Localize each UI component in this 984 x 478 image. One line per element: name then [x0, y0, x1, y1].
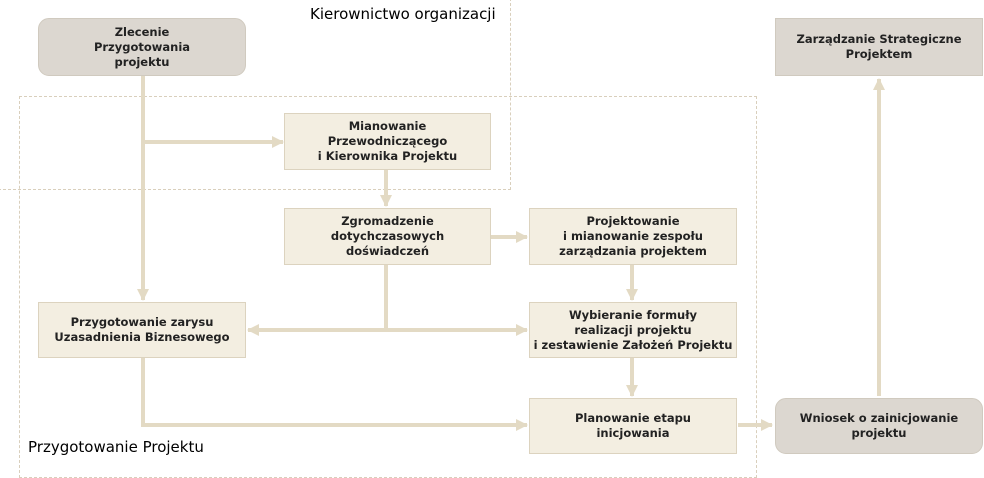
region-preparation-label: Przygotowanie Projektu	[28, 438, 204, 456]
node-strategic: Zarządzanie Strategiczne Projektem	[775, 18, 983, 76]
node-appoint-board: Mianowanie Przewodniczącego i Kierownika…	[284, 113, 491, 170]
node-design-team: Projektowanie i mianowanie zespołu zarzą…	[529, 208, 737, 265]
node-approach: Wybieranie formuły realizacji projektu i…	[529, 302, 737, 358]
node-lessons: Zgromadzenie dotychczasowych doświadczeń	[284, 208, 491, 265]
region-management	[0, 0, 511, 190]
node-plan-initiation: Planowanie etapu inicjowania	[529, 398, 737, 454]
node-request-initiate: Wniosek o zainicjowanie projektu	[775, 398, 983, 454]
region-management-label: Kierownictwo organizacji	[310, 5, 496, 23]
arrow-business-case-to-plan	[141, 358, 528, 431]
node-mandate: Zlecenie Przygotowania projektu	[38, 18, 246, 76]
node-business-case: Przygotowanie zarysu Uzasadnienia Biznes…	[38, 302, 246, 358]
